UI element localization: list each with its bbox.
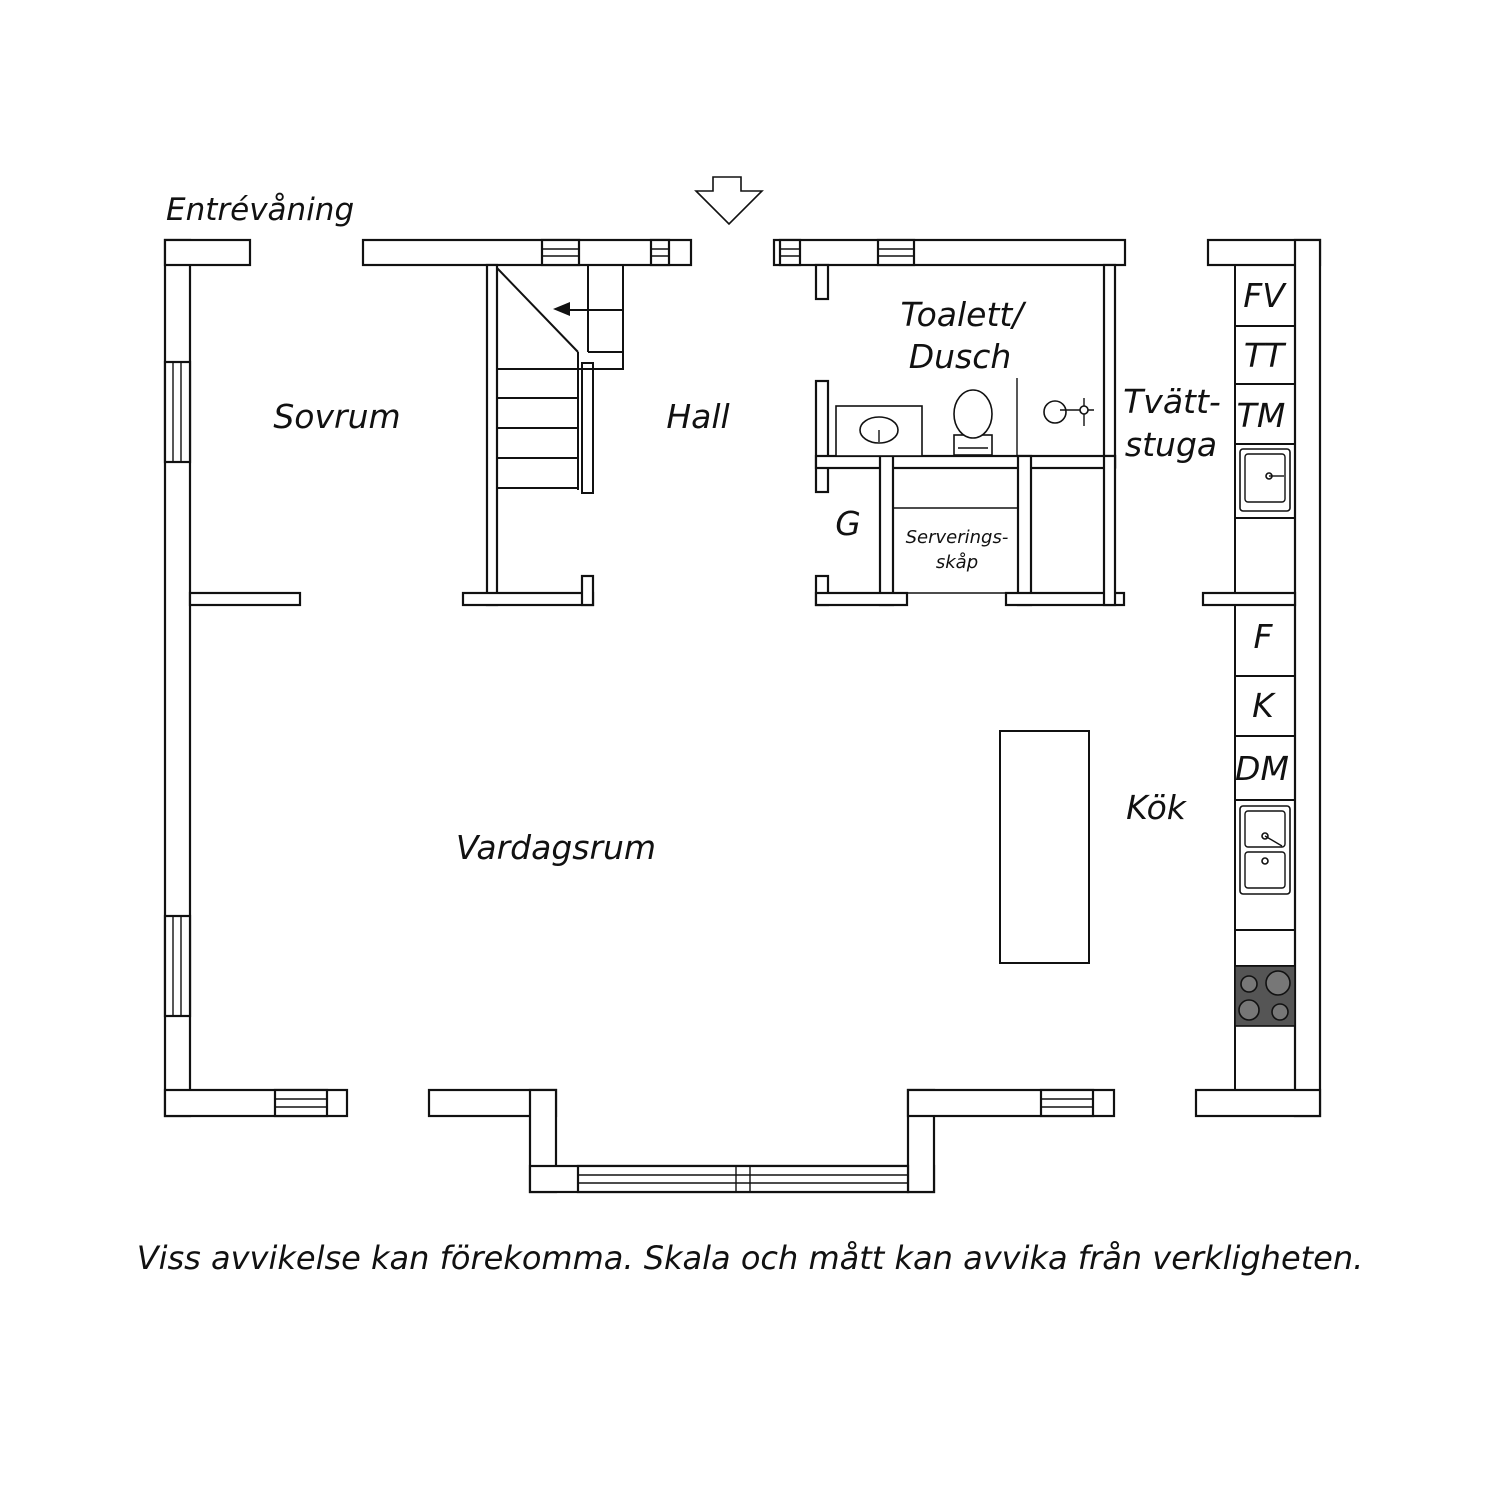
laundry-divider — [1201, 591, 1297, 607]
kitchen-island — [999, 730, 1090, 964]
window-top-4 — [876, 238, 916, 267]
window-top-3 — [778, 238, 802, 267]
room-label-stuga: stuga — [1125, 425, 1217, 464]
window-bottom-2 — [1039, 1088, 1095, 1118]
window-left-2 — [163, 914, 192, 1018]
kitchen-sink-icon — [1239, 805, 1291, 895]
appliance-label-dm: DM — [1235, 749, 1289, 788]
shower-icon — [1043, 398, 1094, 426]
bath-wall-right — [1102, 263, 1117, 469]
room-label-vardagsrum: Vardagsrum — [456, 828, 656, 867]
entrance-arrow-icon — [694, 176, 764, 226]
serving-cabinet — [893, 507, 1018, 594]
appliance-label-tt: TT — [1244, 336, 1287, 375]
windows — [163, 238, 1095, 1194]
stair-wall-left — [485, 263, 499, 607]
stair-direction-arrow-icon — [553, 302, 570, 316]
room-label-garderob: G — [835, 504, 861, 543]
cabinet-wall-bottom — [1004, 591, 1126, 607]
closet-wall-right — [878, 454, 895, 607]
appliance-label-fv: FV — [1243, 276, 1287, 315]
kitchen-counter — [1234, 604, 1296, 1091]
stair-wall-stub — [580, 574, 595, 607]
room-label-servering: Serverings- — [906, 527, 1009, 548]
floor-title: Entrévåning — [166, 192, 354, 228]
laundry-sink-icon — [1239, 448, 1291, 512]
laundry-counter — [1234, 264, 1296, 594]
bottom-wall-right — [1194, 1088, 1322, 1118]
cabinet-wall — [1016, 454, 1033, 607]
stove-top-icon — [1234, 965, 1296, 1027]
room-label-hall: Hall — [666, 397, 729, 436]
top-wall-stairs — [361, 238, 693, 267]
toilet-icon — [953, 389, 993, 456]
room-label-dusch: Dusch — [909, 337, 1012, 376]
room-label-tvatt: Tvätt- — [1123, 382, 1221, 421]
interior-walls — [188, 263, 1297, 607]
room-label-skap: skåp — [936, 552, 978, 573]
stair-wall-bottom — [461, 591, 595, 607]
bath-wall-left — [814, 379, 830, 494]
right-wall — [1293, 238, 1322, 1118]
appliance-label-f: F — [1254, 617, 1274, 656]
appliance-label-k: K — [1252, 686, 1276, 725]
room-label-kok: Kök — [1126, 788, 1188, 827]
bedroom-wall — [188, 591, 302, 607]
cabinet-wall-right — [1102, 454, 1117, 607]
window-top-2 — [649, 238, 671, 267]
window-bottom-1 — [273, 1088, 329, 1118]
washbasin-icon — [835, 405, 923, 457]
disclaimer-text: Viss avvikelse kan förekomma. Skala och … — [137, 1239, 1364, 1277]
window-top-1 — [540, 238, 581, 267]
staircase — [496, 264, 624, 494]
bath-stub-top — [814, 263, 830, 301]
appliance-label-tm: TM — [1237, 396, 1286, 435]
top-wall-bath — [772, 238, 1127, 267]
closet-wall-bottom — [814, 591, 909, 607]
window-bay — [576, 1164, 910, 1194]
bathroom-fixtures — [835, 378, 1094, 457]
window-left-1 — [163, 360, 192, 464]
room-label-toalett: Toalett/ — [901, 295, 1028, 334]
room-label-sovrum: Sovrum — [273, 397, 400, 436]
bath-wall-bottom — [814, 454, 1117, 470]
top-wall-left-stub — [163, 238, 252, 267]
